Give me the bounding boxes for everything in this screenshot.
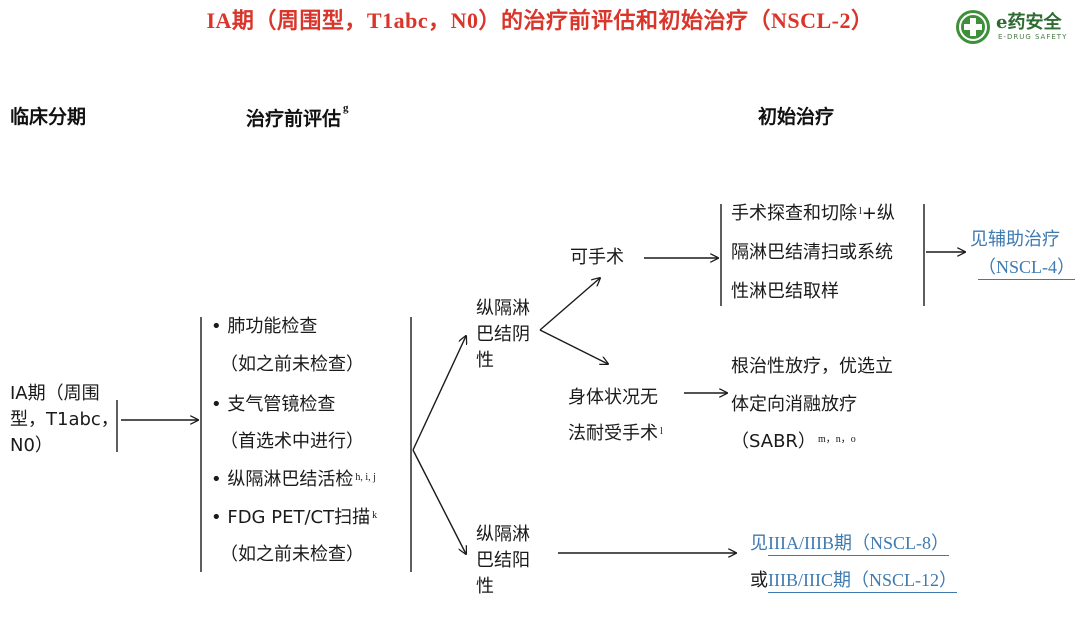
arrow-negative-to-operable: [539, 278, 600, 331]
positive-line-3: 性: [476, 576, 494, 597]
adjuvant-link-code[interactable]: （NSCL-4）: [978, 257, 1076, 280]
stage-line-2: 型，T1abc，: [10, 409, 119, 430]
logo-text: e药安全: [996, 12, 1062, 33]
stage-iiia-prefix: 见: [750, 533, 768, 553]
stage-line-1: IA期（周围: [10, 383, 100, 404]
eval-item-bronchoscopy: • 支气管镜检查: [211, 394, 336, 415]
sabr-line-3: （SABR）m，n，o: [731, 433, 856, 451]
eval-item-pulmonary-note: （如之前未检查）: [220, 354, 364, 375]
stage-iiib-link[interactable]: IIIB/IIIC期（NSCL-12）: [768, 570, 957, 593]
eval-item-petct-sup: k: [372, 510, 378, 521]
stage-iiia-link[interactable]: IIIA/IIIB期（NSCL-8）: [768, 533, 949, 556]
stage-line-3: N0）: [10, 435, 53, 456]
arrow-negative-to-inoperable: [539, 329, 608, 364]
surgery-line-2: 隔淋巴结清扫或系统: [731, 242, 893, 263]
eval-item-bronchoscopy-note: （首选术中进行）: [220, 431, 364, 452]
sabr-line-3-sup: m，n，o: [817, 434, 856, 445]
logo-subtext: E-DRUG SAFETY: [998, 33, 1068, 41]
positive-line-1: 纵隔淋: [476, 524, 530, 545]
surgery-line-1-tail: +纵: [861, 203, 895, 224]
logo-cross-icon: [956, 10, 990, 44]
header-treatment: 初始治疗: [758, 106, 835, 128]
eval-item-pulmonary: • 肺功能检查: [211, 316, 318, 337]
eval-item-petct-text: • FDG PET/CT扫描: [211, 507, 371, 528]
negative-line-3: 性: [476, 350, 494, 371]
stage-iiib-link-row[interactable]: 或IIIB/IIIC期（NSCL-12）: [750, 570, 957, 593]
sabr-line-1: 根治性放疗，优选立: [731, 356, 893, 377]
adjuvant-link[interactable]: 见辅助治疗: [970, 229, 1060, 249]
sabr-line-2: 体定向消融放疗: [731, 394, 857, 415]
operable-label: 可手术: [570, 247, 624, 268]
positive-line-2: 巴结阳: [476, 550, 530, 571]
header-eval-sup: g: [343, 102, 349, 114]
brand-logo: e药安全 E-DRUG SAFETY: [956, 8, 1074, 48]
arrow-eval-to-positive: [412, 449, 466, 554]
header-eval-text: 治疗前评估: [246, 108, 342, 130]
eval-item-biopsy-sup: h, i, j: [355, 472, 376, 483]
inoperable-line-2-text: 法耐受手术: [568, 423, 658, 444]
page-title: IA期（周围型，T1abc，N0）的治疗前评估和初始治疗（NSCL-2）: [206, 8, 874, 33]
header-stage: 临床分期: [10, 106, 87, 128]
stage-iiia-link-row[interactable]: 见IIIA/IIIB期（NSCL-8）: [750, 533, 949, 556]
arrow-eval-to-negative: [412, 336, 466, 451]
eval-item-petct-note: （如之前未检查）: [220, 544, 364, 565]
adjuvant-link-code-text[interactable]: （NSCL-4）: [978, 257, 1076, 280]
inoperable-line-1: 身体状况无: [568, 387, 658, 408]
surgery-line-3: 性淋巴结取样: [731, 281, 839, 302]
inoperable-sup: l: [660, 426, 663, 437]
sabr-line-3-text: （SABR）: [731, 431, 816, 452]
surgery-line-1-text: 手术探查和切除: [731, 203, 857, 224]
eval-item-biopsy-text: • 纵隔淋巴结活检: [211, 469, 354, 490]
negative-line-2: 巴结阴: [476, 324, 530, 345]
negative-line-1: 纵隔淋: [476, 298, 530, 319]
surgery-line-1-sup: l: [859, 206, 862, 217]
stage-iiib-prefix: 或: [750, 570, 768, 590]
